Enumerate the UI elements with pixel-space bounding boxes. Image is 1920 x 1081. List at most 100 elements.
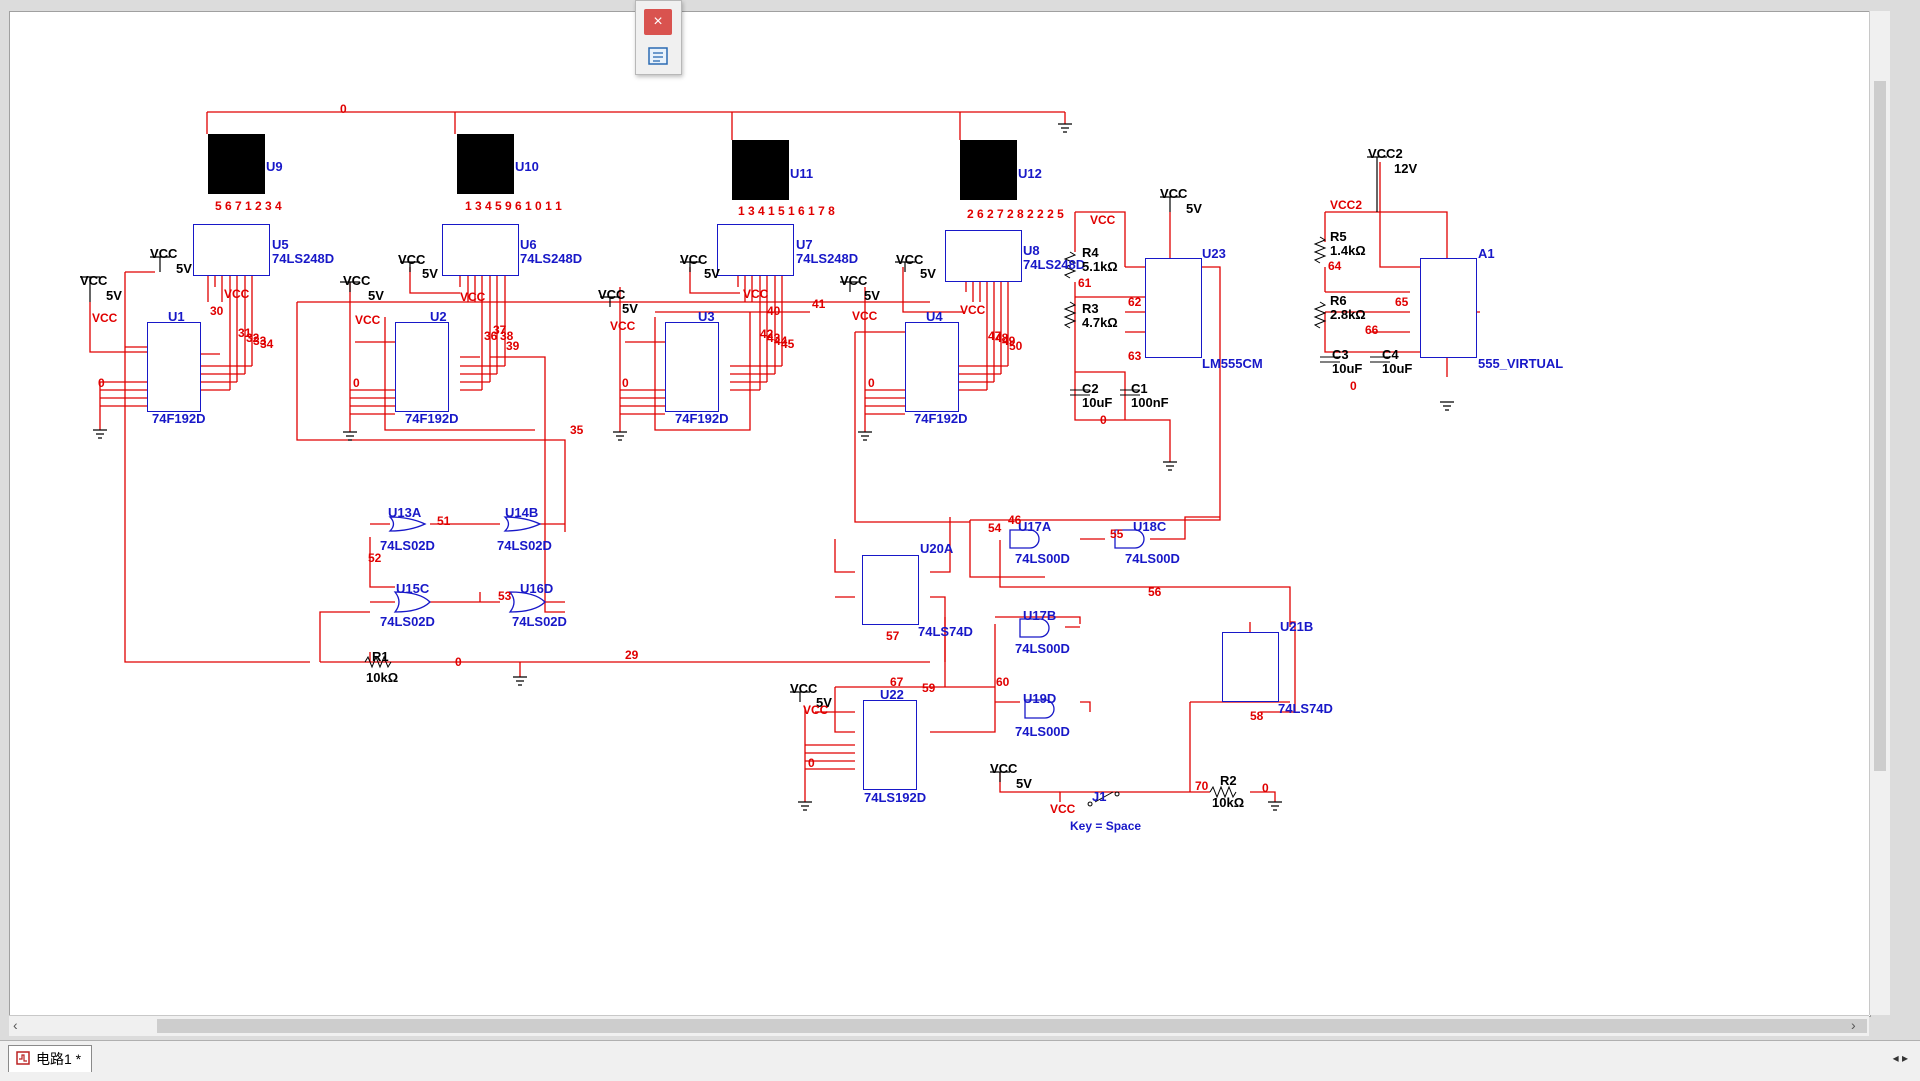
switch-ref-j1: J1 [1092,789,1107,804]
counter-u22[interactable] [863,700,917,790]
c2-value: 10uF [1082,395,1113,410]
gate-part-u16d: 74LS02D [512,614,567,629]
timer-part-u23: LM555CM [1202,356,1263,371]
r2-value: 10kΩ [1212,795,1245,810]
net-61: 61 [1078,276,1092,290]
vertical-scroll-thumb[interactable] [1874,81,1886,771]
gate-part-u17a: 74LS00D [1015,551,1070,566]
seven-seg-display-u10[interactable] [457,134,514,194]
net-62: 62 [1128,295,1142,309]
net-53: 53 [498,589,512,603]
net-55: 55 [1110,527,1124,541]
vcc-net-label-4: VCC [460,290,486,304]
vcc-net-label-3: VCC [355,313,381,327]
decoder-part-u7: 74LS248D [796,251,859,266]
decoder-u7[interactable] [717,224,794,276]
net-47: 47 [988,329,1002,343]
c4-ref: C4 [1382,347,1399,362]
counter-u1[interactable] [147,322,201,412]
document-icon[interactable] [646,45,670,67]
net-34: 34 [260,337,274,351]
net-33: 33 [253,334,267,348]
v5-label-7: 5V [864,288,880,303]
decoder-u8[interactable] [945,230,1022,282]
net-57: 57 [886,629,900,643]
circuit-file-icon [15,1050,31,1069]
v5-label-10: 5V [816,695,832,710]
timer-a1[interactable] [1420,258,1477,358]
timer-part-a1: 555_VIRTUAL [1478,356,1564,371]
document-tab[interactable]: 电路1 * [8,1045,93,1072]
vcc-label-4: VCC [398,252,426,267]
scroll-right-icon[interactable]: › [1851,1017,1856,1033]
net-49: 49 [1002,334,1016,348]
horizontal-scrollbar[interactable]: ‹ › [9,1015,1869,1036]
v5-label-11: 5V [1016,776,1032,791]
vcc-net-label-8: VCC [960,303,986,317]
schematic-canvas[interactable]: U9 U10 U11 U12 5 6 7 1 2 3 4 1 3 4 5 9 6… [9,11,1871,1017]
net-0-u2: 0 [353,376,360,390]
flipflop-u21b[interactable] [1222,632,1279,702]
net-35: 35 [570,423,584,437]
seven-seg-display-u9[interactable] [208,134,265,194]
decoder-u6[interactable] [442,224,519,276]
decoder-ref-u6: U6 [520,237,537,252]
close-button[interactable]: × [644,9,672,35]
net-70: 70 [1195,779,1209,793]
flipflop-part-u20a: 74LS74D [918,624,973,639]
tab-scroll-arrows[interactable]: ◂ ▸ [1892,1051,1908,1065]
v5-label-4: 5V [422,266,438,281]
counter-part-u4: 74F192D [914,411,968,426]
display-ref-u12: U12 [1018,166,1042,181]
v5-label-2: 5V [176,261,192,276]
switch-key-label[interactable]: Key = Space [1070,819,1142,833]
decoder-ref-u8: U8 [1023,243,1040,258]
net-38: 38 [500,329,514,343]
counter-u2[interactable] [395,322,449,412]
vcc-label-8: VCC [896,252,924,267]
v5-label-8: 5V [920,266,936,281]
vcc-label-2: VCC [150,246,178,261]
decoder-part-u5: 74LS248D [272,251,335,266]
gate-part-u14b: 74LS02D [497,538,552,553]
flipflop-ref-u20a: U20A [920,541,954,556]
seven-seg-display-u11[interactable] [732,140,789,200]
net-48: 48 [995,331,1009,345]
net-59: 59 [922,681,936,695]
counter-u3[interactable] [665,322,719,412]
scroll-left-icon[interactable]: ‹ [13,1017,18,1033]
display-pins-u11: 1 3 4 1 5 1 6 1 7 8 [738,204,835,218]
c1-ref: C1 [1131,381,1148,396]
net-50: 50 [1009,339,1023,353]
net-65: 65 [1395,295,1409,309]
counter-u4[interactable] [905,322,959,412]
gate-part-u15c: 74LS02D [380,614,435,629]
c4-value: 10uF [1382,361,1413,376]
wire-layer [80,111,1480,811]
timer-u23[interactable] [1145,258,1202,358]
net-31: 31 [238,326,252,340]
v5-label-1: 5V [106,288,122,303]
vcc-label-5: VCC [598,287,626,302]
vcc-net-label-9: VCC [1090,213,1116,227]
vcc-net-label-11: VCC [1050,802,1076,816]
vcc-net-label-10: VCC [803,703,829,717]
display-ref-u10: U10 [515,159,539,174]
flipflop-u20a[interactable] [862,555,919,625]
net-58: 58 [1250,709,1264,723]
v5-label-5: 5V [622,301,638,316]
display-pins-u9: 5 6 7 1 2 3 4 [215,199,282,213]
decoder-u5[interactable] [193,224,270,276]
document-tab-label: 电路1 * [36,1051,82,1067]
net-0-timer: 0 [1100,413,1107,427]
r2-ref: R2 [1220,773,1237,788]
horizontal-scroll-thumb[interactable] [157,1019,1867,1033]
gate-part-u18c: 74LS00D [1125,551,1180,566]
net-32: 32 [246,331,260,345]
vertical-scrollbar[interactable] [1869,11,1890,1015]
v5-label-3: 5V [368,288,384,303]
net-41: 41 [812,297,826,311]
counter-part-u1: 74F192D [152,411,206,426]
r1-value: 10kΩ [366,670,399,685]
seven-seg-display-u12[interactable] [960,140,1017,200]
